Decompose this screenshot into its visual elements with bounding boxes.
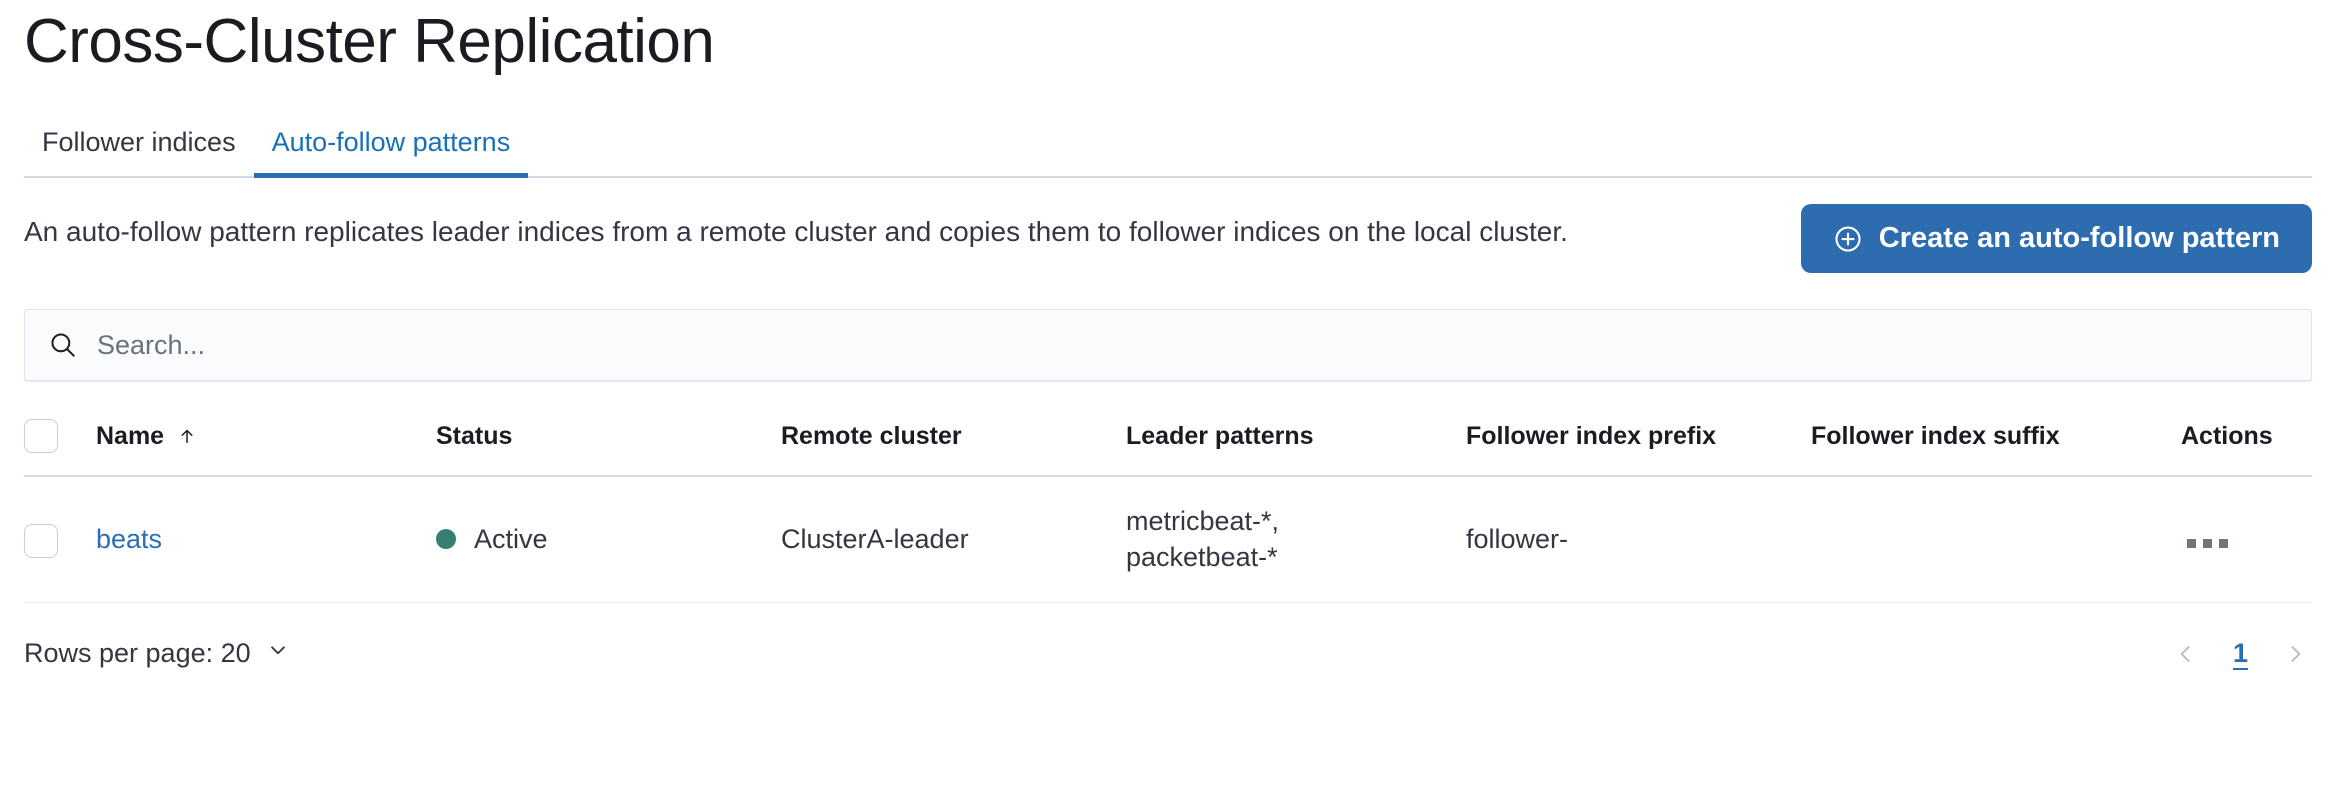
chevron-down-icon — [265, 637, 291, 670]
plus-in-circle-icon — [1833, 224, 1863, 254]
search-icon — [47, 329, 79, 361]
auto-follow-patterns-table: Name Status Remote cluster Leader patter… — [24, 407, 2312, 603]
table-header-row: Name Status Remote cluster Leader patter… — [24, 407, 2312, 477]
table-footer: Rows per page: 20 1 — [24, 637, 2312, 671]
create-button-label: Create an auto-follow pattern — [1878, 222, 2280, 254]
pagination: 1 — [2169, 637, 2312, 671]
page-title: Cross-Cluster Replication — [24, 7, 715, 76]
tab-bar-divider — [24, 176, 2312, 178]
row-checkbox[interactable] — [24, 523, 58, 558]
column-header-remote-cluster[interactable]: Remote cluster — [781, 407, 1126, 477]
tab-bar: Follower indices Auto-follow patterns — [24, 102, 2312, 178]
select-all-header — [24, 407, 96, 477]
column-header-leader-patterns[interactable]: Leader patterns — [1126, 407, 1466, 477]
cell-name: beats — [96, 476, 436, 603]
table-row: beats Active ClusterA-leader metricbeat-… — [24, 476, 2312, 603]
select-all-checkbox[interactable] — [24, 419, 58, 453]
pattern-name-link[interactable]: beats — [96, 524, 163, 555]
cell-status: Active — [436, 476, 781, 603]
table-header: Name Status Remote cluster Leader patter… — [24, 407, 2312, 477]
column-header-actions: Actions — [2181, 407, 2312, 477]
rows-per-page-label: Rows per page: 20 — [24, 638, 251, 669]
cell-leader-patterns: metricbeat-*, packetbeat-* — [1126, 476, 1466, 603]
tab-follower-indices[interactable]: Follower indices — [24, 129, 254, 178]
description-row: An auto-follow pattern replicates leader… — [24, 204, 2312, 273]
column-header-status[interactable]: Status — [436, 407, 781, 477]
column-header-name[interactable]: Name — [96, 407, 436, 477]
cell-follower-index-prefix: follower- — [1466, 476, 1811, 603]
cell-actions — [2181, 476, 2312, 603]
three-dots-icon[interactable] — [2181, 533, 2234, 554]
page-description: An auto-follow pattern replicates leader… — [24, 216, 1568, 247]
search-bar[interactable] — [24, 309, 2312, 381]
status-label: Active — [474, 523, 548, 554]
cell-remote-cluster: ClusterA-leader — [781, 476, 1126, 603]
cell-follower-index-suffix — [1811, 476, 2181, 603]
table-body: beats Active ClusterA-leader metricbeat-… — [24, 476, 2312, 603]
column-header-follower-index-suffix[interactable]: Follower index suffix — [1811, 407, 2181, 477]
sort-ascending-icon — [176, 425, 198, 447]
column-header-follower-index-prefix[interactable]: Follower index prefix — [1466, 407, 1811, 477]
create-auto-follow-pattern-button[interactable]: Create an auto-follow pattern — [1800, 204, 2312, 273]
chevron-left-icon[interactable] — [2169, 637, 2203, 671]
row-select-cell — [24, 476, 96, 603]
rows-per-page-selector[interactable]: Rows per page: 20 — [24, 637, 291, 670]
column-header-name-label: Name — [96, 421, 165, 450]
chevron-right-icon[interactable] — [2278, 637, 2312, 671]
status-dot-icon — [436, 528, 456, 549]
tab-auto-follow-patterns[interactable]: Auto-follow patterns — [253, 129, 529, 178]
search-input[interactable] — [97, 310, 2289, 380]
page-number-1[interactable]: 1 — [2232, 638, 2248, 669]
